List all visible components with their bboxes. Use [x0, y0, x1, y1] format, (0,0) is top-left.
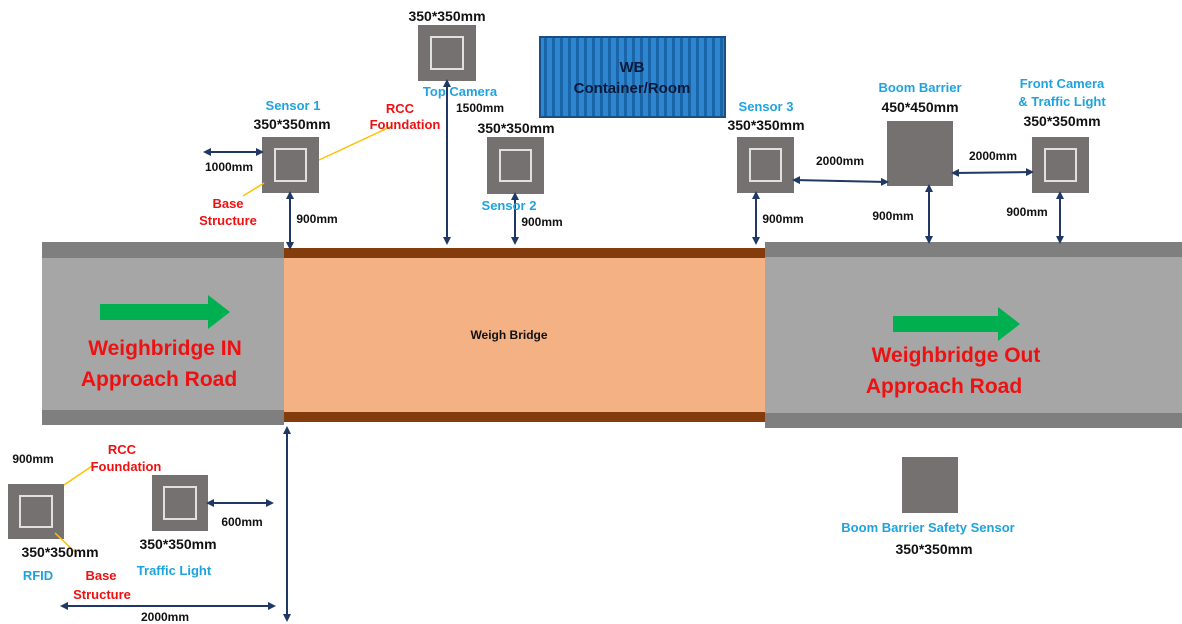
rcc-top-label-line1: RCC [386, 101, 415, 116]
sensor2-gap-label: 900mm [521, 215, 562, 229]
in-road-label-line2: Approach Road [81, 368, 237, 391]
top-camera-size-label: 350*350mm [408, 8, 485, 24]
top-camera-label: Top Camera [423, 84, 498, 99]
dim-2000-c-label: 2000mm [141, 610, 189, 624]
sensor1-size-label: 350*350mm [253, 116, 330, 132]
in-road-label-line1: Weighbridge IN [88, 337, 242, 360]
top-camera-dist-label: 1500mm [456, 101, 504, 115]
front-camera-label-line1: Front Camera [1020, 76, 1105, 91]
in-direction-arrow-icon [100, 295, 230, 329]
sensor3-gap-label: 900mm [762, 212, 803, 226]
base-bottom-label-line2: Structure [73, 587, 131, 602]
safety-sensor-foundation [902, 457, 958, 513]
sensor3-foundation [737, 137, 794, 193]
rfid-top-dist-label: 900mm [12, 452, 53, 466]
out-approach-road [765, 242, 1182, 428]
rcc-top-callout [318, 125, 393, 161]
dim-600-label: 600mm [221, 515, 262, 529]
dim-2000-b-label: 2000mm [969, 149, 1017, 163]
base-top-label-line1: Base [212, 196, 243, 211]
dim-2000-b-arrow [951, 168, 1034, 177]
out-direction-arrow-icon [893, 307, 1020, 341]
front-camera-label-line2: & Traffic Light [1018, 94, 1106, 109]
dim-1000-label: 1000mm [205, 160, 253, 174]
out-road-label-line1: Weighbridge Out [872, 344, 1041, 367]
rcc-top-label-line2: Foundation [370, 117, 441, 132]
safety-sensor-size-label: 350*350mm [895, 541, 972, 557]
boom-barrier-foundation [887, 121, 953, 186]
out-road-label-line2: Approach Road [866, 375, 1022, 398]
sensor2-foundation [487, 137, 544, 194]
boom-barrier-gap-label: 900mm [872, 209, 913, 223]
traffic-light-label: Traffic Light [137, 563, 212, 578]
weigh-bridge-label: Weigh Bridge [470, 328, 547, 342]
rfid-label: RFID [23, 568, 53, 583]
top-camera-foundation [418, 25, 476, 81]
sensor1-foundation [262, 137, 319, 193]
container-label-line2: Container/Room [574, 80, 691, 97]
base-bottom-label-line1: Base [85, 568, 116, 583]
boom-barrier-label: Boom Barrier [878, 80, 961, 95]
base-top-label-line2: Structure [199, 213, 257, 228]
rcc-bottom-callout [63, 465, 93, 486]
wb-container [539, 36, 726, 118]
traffic-light-size-label: 350*350mm [139, 536, 216, 552]
rcc-bottom-label-line1: RCC [108, 442, 137, 457]
safety-sensor-label: Boom Barrier Safety Sensor [841, 520, 1014, 535]
sensor2-size-label: 350*350mm [477, 120, 554, 136]
front-camera-foundation [1032, 137, 1089, 193]
in-approach-road [42, 242, 284, 425]
rfid-size-label: 350*350mm [21, 544, 98, 560]
sensor2-label: Sensor 2 [482, 198, 537, 213]
container-label-line1: WB [620, 59, 645, 76]
sensor1-gap-label: 900mm [296, 212, 337, 226]
front-camera-gap-label: 900mm [1006, 205, 1047, 219]
sensor3-size-label: 350*350mm [727, 117, 804, 133]
base-bottom-callout [54, 532, 78, 555]
base-top-callout [242, 182, 265, 197]
rfid-foundation [8, 484, 64, 539]
weigh-bridge-platform [284, 248, 765, 422]
dim-2000-a-label: 2000mm [816, 154, 864, 168]
sensor3-label: Sensor 3 [739, 99, 794, 114]
front-camera-size-label: 350*350mm [1023, 113, 1100, 129]
traffic-light-foundation [152, 475, 208, 531]
dim-2000-a-arrow [792, 176, 889, 186]
boom-barrier-size-label: 450*450mm [881, 99, 958, 115]
sensor1-label: Sensor 1 [266, 98, 321, 113]
rcc-bottom-label-line2: Foundation [91, 459, 162, 474]
